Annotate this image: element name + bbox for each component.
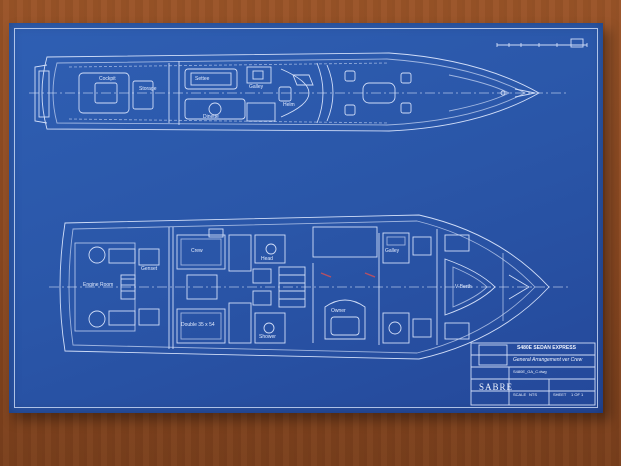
blueprint-border	[14, 28, 598, 408]
label-cockpit: Cockpit	[99, 76, 116, 82]
label-crew: Crew	[191, 248, 203, 254]
label-helm: Helm	[283, 102, 295, 108]
label-owner: Owner	[331, 308, 346, 314]
blueprint-drawing	[29, 38, 596, 406]
label-galley-lower: Galley	[385, 248, 400, 254]
title-brand: SABRE	[479, 382, 514, 392]
label-genset: Genset	[141, 266, 158, 272]
label-dinette: Dinette	[203, 114, 219, 120]
label-galley: Galley	[249, 84, 264, 90]
scale-bar	[496, 38, 588, 48]
upper-deck-plan	[29, 52, 569, 132]
label-engine-room: Engine Room	[83, 282, 114, 288]
label-head: Head	[261, 256, 273, 262]
lower-hull-outline	[59, 214, 550, 360]
title-sheet-value: 1 OF 1	[571, 392, 584, 397]
title-drawing: General Arrangement ver Crew	[513, 357, 583, 363]
upper-hull-outline	[41, 52, 540, 132]
title-model: S480E SEDAN EXPRESS	[517, 345, 576, 351]
blueprint-canvas: Cockpit Storage Settee Dinette Galley He…	[9, 23, 603, 413]
label-shower: Shower	[259, 334, 276, 340]
title-scale-label: SCALE	[513, 392, 527, 397]
label-settee: Settee	[195, 76, 210, 82]
label-storage: Storage	[139, 86, 157, 92]
title-file: S480E_GA_C.dwg	[513, 369, 547, 374]
title-block-frame	[470, 342, 596, 406]
title-sheet-label: SHEET	[553, 392, 567, 397]
label-double: Double 35 x 54	[181, 322, 215, 328]
title-scale-value: NTS	[529, 392, 537, 397]
lower-deck-plan	[49, 214, 569, 360]
label-v-berth: V-Berth	[455, 284, 472, 290]
